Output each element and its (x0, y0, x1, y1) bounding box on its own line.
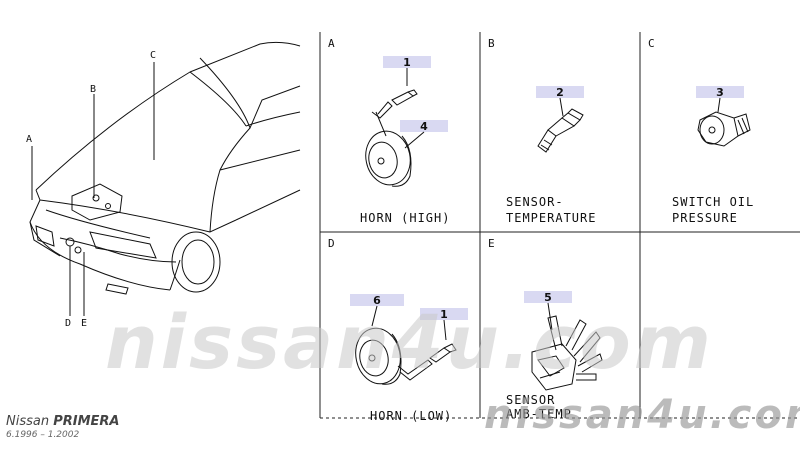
model-name: PRIMERA (53, 414, 120, 429)
label-horn-high: HORN (HIGH) (360, 211, 450, 225)
panel-letter-e: E (488, 237, 495, 250)
callout-number: 1 (440, 308, 448, 321)
ambient-sensor-drawing (531, 302, 603, 391)
horn-high-drawing (365, 68, 425, 187)
callout-b-2[interactable]: 2 (536, 86, 584, 99)
panel-letter-c: C (648, 37, 655, 50)
car-label-c: C (150, 50, 156, 61)
horn-low-drawing (355, 305, 457, 385)
model-title: Nissan PRIMERA (6, 414, 120, 429)
label-horn-low: HORN (LOW) (370, 409, 452, 423)
label-sensor-amb-2: AMB-TEMP (506, 407, 572, 421)
callout-a-1[interactable]: 1 (383, 56, 431, 69)
car-label-e: E (81, 318, 87, 329)
label-sensor-temperature-2: TEMPERATURE (506, 211, 596, 225)
callout-number: 2 (556, 86, 564, 99)
callout-d-1[interactable]: 1 (420, 308, 468, 321)
callout-c-3[interactable]: 3 (696, 86, 744, 99)
label-sensor-amb-1: SENSOR (506, 393, 555, 407)
panel-letter-a: A (328, 37, 335, 50)
temperature-sensor-drawing (537, 97, 584, 153)
model-years: 6.1996 – 1.2002 (6, 430, 80, 440)
car-label-d: D (65, 318, 71, 329)
car-label-b: B (90, 84, 96, 95)
callout-d-6[interactable]: 6 (350, 294, 404, 307)
oil-pressure-switch-drawing (697, 97, 751, 147)
callout-number: 5 (544, 291, 552, 304)
callout-number: 1 (403, 56, 411, 69)
car-front-drawing (29, 41, 301, 316)
label-switch-oil-2: PRESSURE (672, 211, 738, 225)
panel-grid (319, 32, 800, 419)
model-brand: Nissan (6, 414, 50, 429)
panel-letter-d: D (328, 237, 335, 250)
callout-number: 6 (373, 294, 381, 307)
car-label-a: A (26, 134, 32, 145)
callout-a-4[interactable]: 4 (400, 120, 448, 133)
callout-number: 3 (716, 86, 724, 99)
label-switch-oil-1: SWITCH OIL (672, 195, 754, 209)
callout-number: 4 (420, 120, 428, 133)
callout-e-5[interactable]: 5 (524, 291, 572, 304)
label-sensor-temperature-1: SENSOR- (506, 195, 564, 209)
panel-letter-b: B (488, 37, 495, 50)
